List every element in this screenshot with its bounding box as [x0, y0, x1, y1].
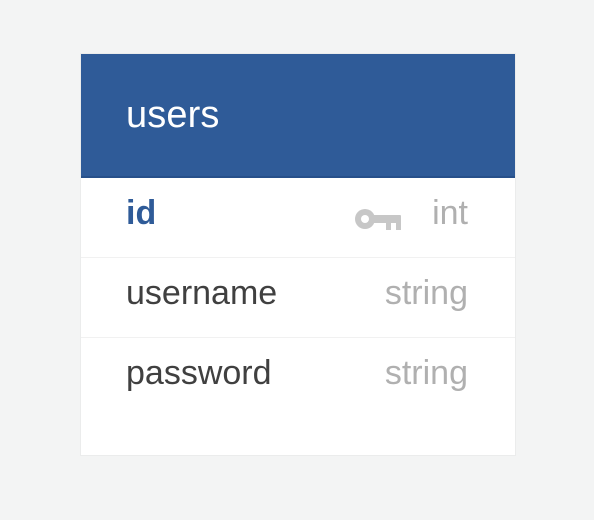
field-name-username: username — [126, 274, 278, 312]
field-row-username[interactable]: username string — [81, 258, 515, 338]
field-row-password[interactable]: password string — [81, 338, 515, 418]
table-title: users — [126, 93, 220, 136]
field-type-password: string — [384, 354, 468, 392]
field-name-password: password — [126, 354, 272, 392]
field-type-username: string — [384, 274, 468, 312]
field-row-id[interactable]: id int — [81, 178, 515, 258]
field-type-id: int — [432, 194, 468, 232]
key-icon — [355, 209, 401, 230]
table-header: users — [81, 54, 515, 178]
users-table-card[interactable]: users id int username string password st… — [81, 54, 515, 455]
field-name-id: id — [126, 194, 157, 232]
table-fields: id int username string password string — [81, 178, 515, 453]
